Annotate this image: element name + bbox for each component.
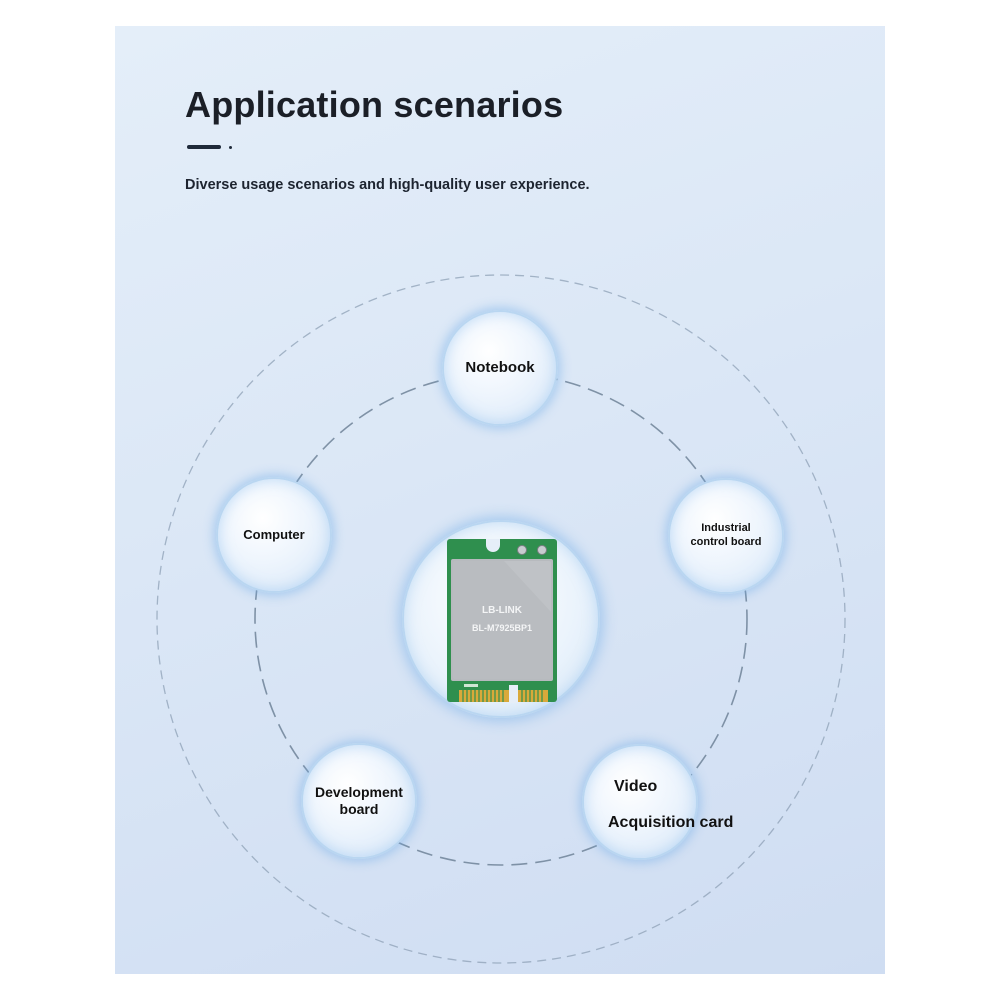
outer-dashed-ring: [156, 274, 846, 964]
scenario-industrial-line2: control board: [690, 536, 762, 548]
page-title: Application scenarios: [185, 84, 564, 125]
scenario-video-acquisition-card: Video Acquisition card: [582, 744, 733, 860]
scenario-industrial-line1: Industrial: [701, 522, 751, 535]
scenario-computer-label: Computer: [243, 526, 305, 542]
scenario-notebook-label: Notebook: [465, 358, 535, 376]
application-scenarios-panel: Application scenarios Diverse usage scen…: [115, 26, 885, 974]
scenario-development-line2: board: [339, 801, 379, 817]
wifi-module-card-image: LB-LINK BL-M7925BP1: [447, 539, 557, 703]
scenario-development-board: Development board: [301, 743, 417, 859]
wifi-module-bubble: LB-LINK BL-M7925BP1: [402, 520, 600, 718]
scenario-video-line1: Video: [614, 778, 658, 795]
scenario-development-line1: Development: [315, 783, 403, 800]
page-subtitle: Diverse usage scenarios and high-quality…: [185, 177, 590, 193]
title-underline: [187, 145, 221, 149]
module-brand-text: LB-LINK: [482, 605, 523, 616]
scenario-industrial-control-board: Industrial control board: [668, 478, 784, 594]
title-underline-dot: [229, 146, 232, 149]
scenario-notebook: Notebook: [442, 310, 558, 426]
scenario-video-line2: Acquisition card: [608, 814, 734, 831]
scenario-computer: Computer: [216, 477, 332, 593]
module-model-text: BL-M7925BP1: [472, 623, 532, 633]
